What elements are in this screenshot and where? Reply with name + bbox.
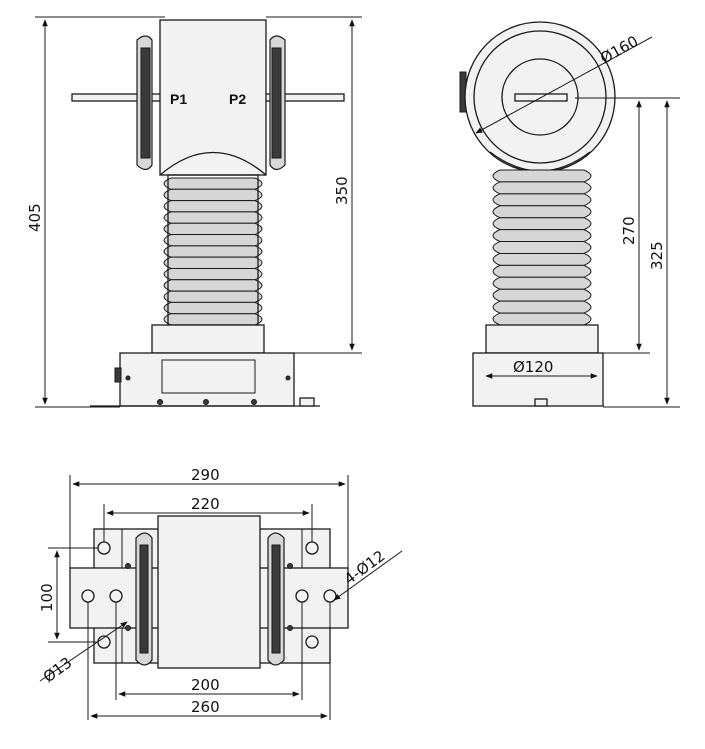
insulator-shed	[492, 229, 592, 243]
terminal-flange-circle	[501, 58, 579, 136]
insulator-shed	[492, 252, 592, 266]
base-box	[472, 352, 604, 407]
insulator-shed	[492, 264, 592, 278]
base-screw	[125, 375, 131, 381]
insulator-shed	[163, 188, 263, 202]
insulator-shed	[163, 267, 263, 281]
dim-diameter-120: Ø120	[513, 358, 553, 376]
base-box	[119, 352, 295, 407]
base-foot	[299, 397, 315, 407]
insulator-shed	[163, 222, 263, 236]
insulator-shed	[492, 193, 592, 207]
dim-hole-d13: Ø13	[40, 654, 76, 687]
dim-325: 325	[648, 241, 666, 270]
insulator-shed	[163, 279, 263, 292]
insulator-shed	[163, 290, 263, 303]
top-view: 290 220 200 260 100 4-Ø12 Ø13	[38, 466, 403, 720]
insulator-sheds	[163, 177, 263, 326]
dim-270: 270	[620, 216, 638, 245]
insulator-shed	[163, 313, 263, 326]
head-cylinder	[157, 515, 261, 669]
base-foot	[534, 398, 548, 407]
nameplate	[161, 359, 256, 394]
insulator-shed	[163, 256, 263, 269]
base-screw	[285, 375, 291, 381]
head-inner-circle	[473, 30, 607, 164]
insulator-shed	[492, 312, 592, 326]
insulator-sheds	[492, 169, 592, 326]
mount-hole	[305, 635, 319, 649]
insulator-shed	[492, 169, 592, 183]
insulator-shed	[492, 276, 592, 290]
insulator-shed	[163, 301, 263, 315]
dim-405: 405	[26, 203, 44, 232]
terminal-label-p2: P2	[229, 91, 246, 107]
side-view: Ø160 Ø120 270 325	[459, 21, 680, 408]
insulator-shed	[163, 200, 263, 213]
dim-100: 100	[38, 583, 56, 612]
dim-350: 350	[333, 176, 351, 205]
insulator-shed	[163, 211, 263, 224]
dim-290: 290	[191, 466, 220, 484]
insulator-shed	[492, 205, 592, 219]
dim-diameter-160: Ø160	[597, 32, 641, 67]
dim-260: 260	[191, 698, 220, 716]
base-screw	[203, 399, 209, 405]
terminal-label-p1: P1	[170, 91, 187, 107]
head-cylinder	[159, 19, 267, 176]
dim-200: 200	[191, 676, 220, 694]
right-terminal-disc	[269, 35, 286, 171]
insulator-shed	[163, 234, 263, 247]
insulator-shed	[492, 300, 592, 314]
base-screw	[251, 399, 257, 405]
base-collar	[151, 324, 265, 354]
front-view: P1 P2 405 350	[26, 16, 362, 408]
left-terminal-disc	[136, 35, 153, 171]
insulator-shed	[163, 245, 263, 258]
base-screw	[157, 399, 163, 405]
head-dome-line	[159, 151, 267, 176]
dim-220: 220	[191, 495, 220, 513]
base-collar	[485, 324, 599, 354]
insulator-shed	[492, 241, 592, 254]
insulator-shed	[492, 288, 592, 302]
insulator-shed	[163, 177, 263, 190]
insulator-shed	[492, 217, 592, 231]
ground-bolt	[114, 367, 122, 383]
insulator-shed	[492, 181, 592, 195]
